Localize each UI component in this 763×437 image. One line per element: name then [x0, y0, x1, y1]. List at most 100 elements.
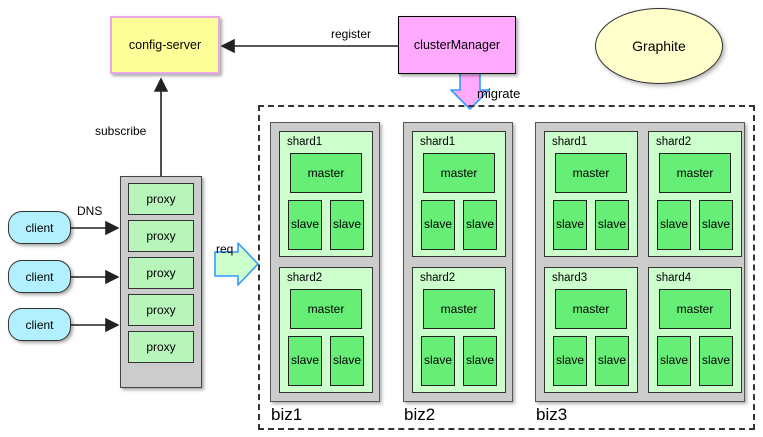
- proxy-node-4[interactable]: proxy: [128, 294, 194, 326]
- slave-node[interactable]: slave: [699, 335, 733, 386]
- slave-label: slave: [332, 217, 361, 231]
- slave-node[interactable]: slave: [595, 335, 629, 386]
- proxy-rack: proxy proxy proxy proxy proxy: [120, 176, 202, 388]
- slave-label: slave: [290, 217, 319, 231]
- graphite-node[interactable]: Graphite: [595, 8, 723, 84]
- slave-row: slave slave: [655, 199, 735, 250]
- client-label: client: [25, 317, 54, 332]
- biz-label-biz3: biz3: [536, 405, 568, 424]
- proxy-node-3[interactable]: proxy: [128, 257, 194, 289]
- master-label: master: [572, 301, 610, 316]
- shard-card[interactable]: shard2 master slave slave: [412, 267, 506, 393]
- shard-card[interactable]: shard2 master slave slave: [279, 267, 373, 393]
- slave-row: slave slave: [551, 199, 631, 250]
- cluster-manager-label: clusterManager: [413, 38, 501, 52]
- shard-card[interactable]: shard1 master slave slave: [544, 131, 638, 257]
- client-node-3[interactable]: client: [8, 308, 71, 341]
- master-label: master: [676, 165, 714, 180]
- dns-edge-label: DNS: [77, 204, 103, 218]
- master-label: master: [307, 165, 345, 180]
- slave-row: slave slave: [286, 335, 366, 386]
- shard-card[interactable]: shard1 master slave slave: [412, 131, 506, 257]
- slave-node[interactable]: slave: [657, 335, 691, 386]
- slave-label: slave: [597, 353, 626, 367]
- slave-node[interactable]: slave: [421, 199, 455, 250]
- shard-card[interactable]: shard2 master slave slave: [648, 131, 742, 257]
- slave-label: slave: [423, 353, 452, 367]
- slave-node[interactable]: slave: [699, 199, 733, 250]
- config-server-label: config-server: [128, 38, 202, 52]
- slave-label: slave: [555, 353, 584, 367]
- shard-title: shard1: [420, 136, 456, 148]
- shard-card[interactable]: shard3 master slave slave: [544, 267, 638, 393]
- slave-node[interactable]: slave: [463, 335, 497, 386]
- slave-row: slave slave: [419, 199, 499, 250]
- shard-title: shard2: [656, 136, 692, 148]
- slave-node[interactable]: slave: [463, 199, 497, 250]
- slave-node[interactable]: slave: [595, 199, 629, 250]
- master-node[interactable]: master: [290, 288, 362, 329]
- slave-label: slave: [701, 353, 730, 367]
- cluster-manager-node[interactable]: clusterManager: [398, 16, 516, 74]
- master-node[interactable]: master: [555, 152, 627, 193]
- slave-label: slave: [465, 353, 494, 367]
- shard-card[interactable]: shard4 master slave slave: [648, 267, 742, 393]
- master-node[interactable]: master: [290, 152, 362, 193]
- proxy-label: proxy: [146, 266, 176, 280]
- master-label: master: [676, 301, 714, 316]
- shard-card[interactable]: shard1 master slave slave: [279, 131, 373, 257]
- master-node[interactable]: master: [555, 288, 627, 329]
- slave-row: slave slave: [286, 199, 366, 250]
- slave-row: slave slave: [551, 335, 631, 386]
- biz-label-biz1: biz1: [271, 405, 303, 424]
- slave-label: slave: [555, 217, 584, 231]
- master-node[interactable]: master: [423, 288, 495, 329]
- shard-title: shard4: [656, 272, 692, 284]
- biz-group-biz3: shard1 master slave slave shard2 master …: [535, 122, 745, 402]
- migrate-edge-label: migrate: [477, 86, 521, 101]
- biz-label-biz2: biz2: [404, 405, 436, 424]
- slave-label: slave: [701, 217, 730, 231]
- slave-label: slave: [423, 217, 452, 231]
- slave-label: slave: [659, 217, 688, 231]
- slave-label: slave: [659, 353, 688, 367]
- slave-label: slave: [597, 217, 626, 231]
- graphite-label: Graphite: [632, 38, 686, 54]
- master-label: master: [440, 301, 478, 316]
- master-label: master: [440, 165, 478, 180]
- proxy-node-2[interactable]: proxy: [128, 220, 194, 252]
- slave-node[interactable]: slave: [330, 199, 364, 250]
- client-node-1[interactable]: client: [8, 211, 71, 244]
- master-node[interactable]: master: [659, 288, 731, 329]
- slave-node[interactable]: slave: [421, 335, 455, 386]
- proxy-node-1[interactable]: proxy: [128, 183, 194, 215]
- slave-node[interactable]: slave: [553, 335, 587, 386]
- shard-title: shard2: [420, 272, 456, 284]
- slave-node[interactable]: slave: [553, 199, 587, 250]
- slave-label: slave: [465, 217, 494, 231]
- master-node[interactable]: master: [423, 152, 495, 193]
- proxy-node-5[interactable]: proxy: [128, 331, 194, 363]
- req-edge-label: req: [216, 242, 234, 256]
- shard-title: shard1: [287, 136, 323, 148]
- slave-node[interactable]: slave: [657, 199, 691, 250]
- proxy-label: proxy: [146, 303, 176, 317]
- shard-title: shard2: [287, 272, 323, 284]
- config-server-node[interactable]: config-server: [110, 16, 220, 74]
- shard-title: shard1: [552, 136, 588, 148]
- proxy-label: proxy: [146, 192, 176, 206]
- slave-node[interactable]: slave: [288, 335, 322, 386]
- client-label: client: [25, 269, 54, 284]
- proxy-label: proxy: [146, 340, 176, 354]
- slave-node[interactable]: slave: [288, 199, 322, 250]
- slave-label: slave: [290, 353, 319, 367]
- master-node[interactable]: master: [659, 152, 731, 193]
- subscribe-edge-label: subscribe: [95, 124, 147, 138]
- shard-title: shard3: [552, 272, 588, 284]
- register-edge-label: register: [331, 27, 372, 41]
- slave-node[interactable]: slave: [330, 335, 364, 386]
- client-node-2[interactable]: client: [8, 260, 71, 293]
- master-label: master: [307, 301, 345, 316]
- master-label: master: [572, 165, 610, 180]
- slave-row: slave slave: [419, 335, 499, 386]
